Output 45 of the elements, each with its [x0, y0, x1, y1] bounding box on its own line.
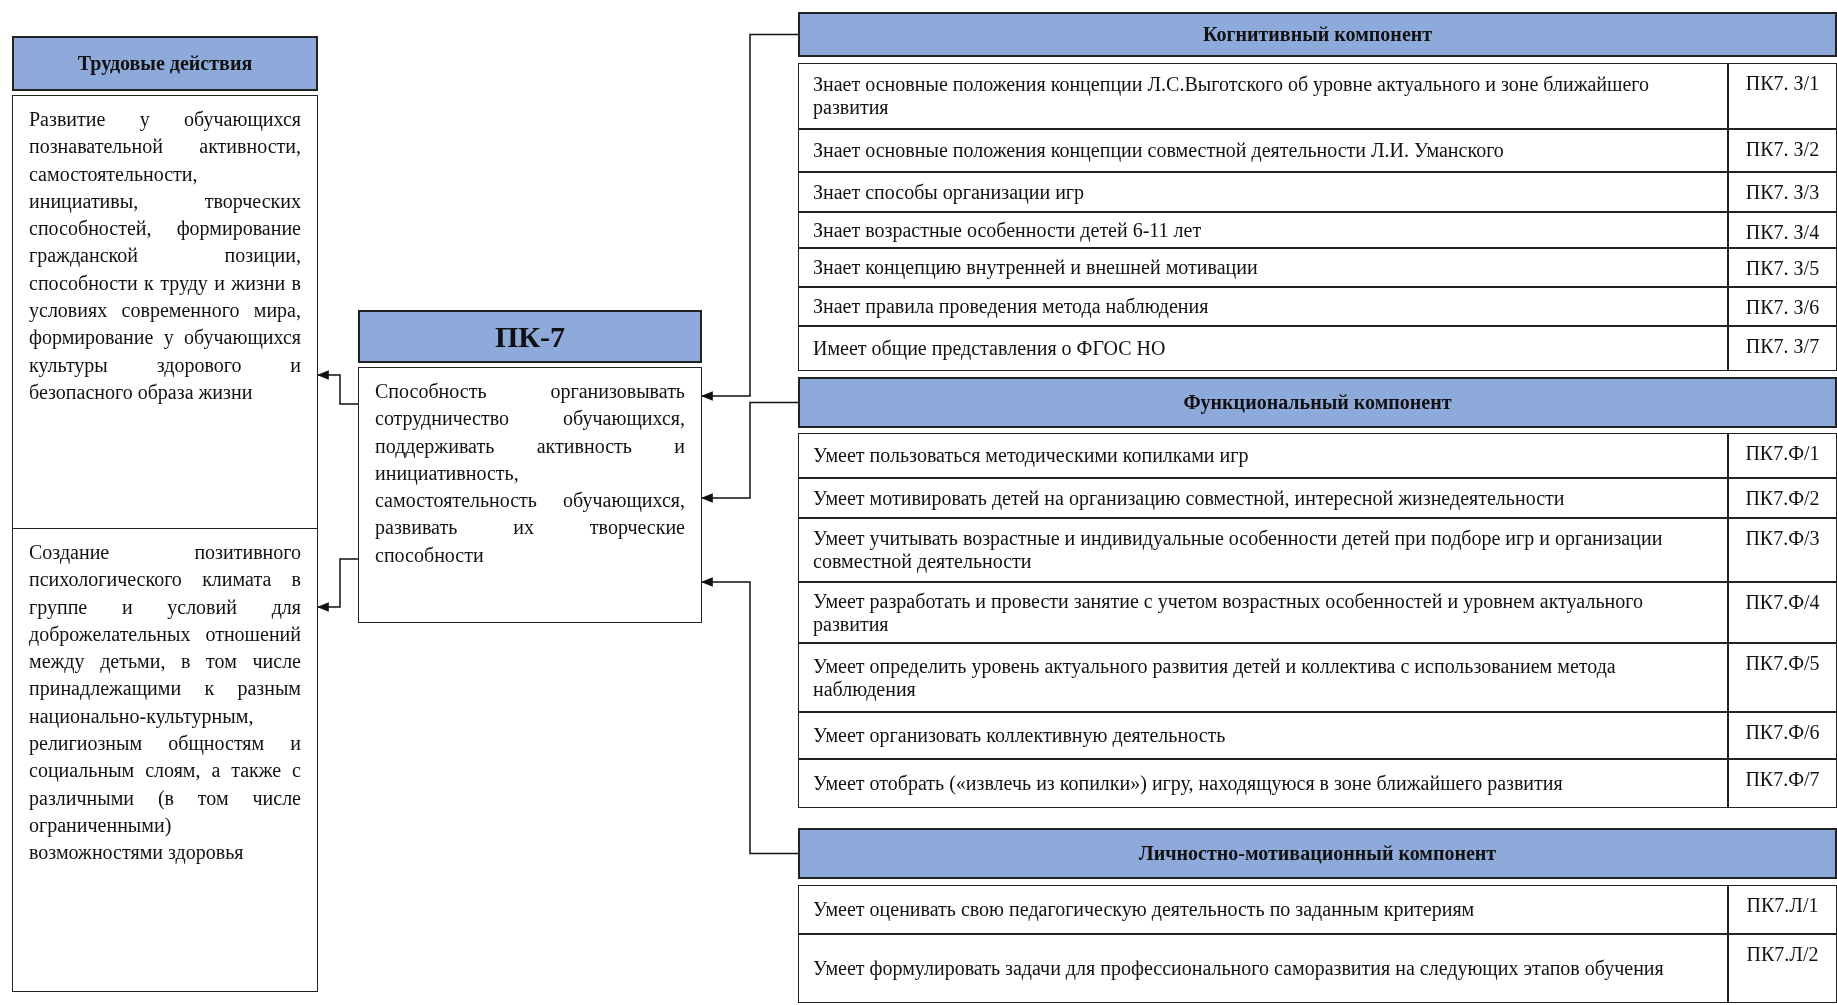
table-cell: Знает возрастные особенности детей 6-11 лет — [798, 212, 1728, 248]
text-box: Способность организовывать сотрудничество обучающихся, поддерживать активность и инициативность, самостоятельность обучающихся, развивать их творческие способности — [358, 367, 702, 623]
table-cell: Умеет определить уровень актуального развития детей и коллектива с использованием метода наблюдения — [798, 643, 1728, 712]
arrow — [316, 370, 359, 405]
code-cell: ПК7. З/3 — [1728, 172, 1837, 212]
table-cell: Умеет формулировать задачи для профессионального саморазвития на следующих этапов обучения — [798, 934, 1728, 1003]
arrow — [700, 577, 799, 855]
text-box: Развитие у обучающихся познавательной активности, самостоятельности, инициативы, творческих способностей, формирование гражданской позиции, способности к труду и жизни в условиях современного мира, формирование у обучающихся культуры здорового и безопасного образа жизни — [12, 95, 318, 529]
code-cell: ПК7. З/1 — [1728, 63, 1837, 129]
code-cell: ПК7. З/7 — [1728, 326, 1837, 371]
code-cell: ПК7.Л/2 — [1728, 934, 1837, 1003]
header-bar: Когнитивный компонент — [798, 12, 1837, 57]
table-cell: Знает способы организации игр — [798, 172, 1728, 212]
table-cell: Знает основные положения концепции совместной деятельности Л.И. Уманского — [798, 129, 1728, 172]
arrow — [700, 401, 799, 503]
table-cell: Умеет разработать и провести занятие с учетом возрастных особенностей и уровнем актуального развития — [798, 582, 1728, 643]
code-cell: ПК7.Ф/2 — [1728, 478, 1837, 518]
text-box: Создание позитивного психологического климата в группе и условий для доброжелательных отношений между детьми, в том числе принадлежащими к разным национально-культурным, религиозным общностям и социальным слоям, а также с различными (в том числе ограниченными) возможностями здоровья — [12, 528, 318, 992]
code-cell: ПК7.Ф/1 — [1728, 433, 1837, 478]
table-cell: Умеет пользоваться методическими копилками игр — [798, 433, 1728, 478]
header-bar: ПК-7 — [358, 310, 702, 363]
code-cell: ПК7.Ф/5 — [1728, 643, 1837, 712]
code-cell: ПК7.Ф/7 — [1728, 759, 1837, 808]
arrow — [316, 558, 359, 612]
code-cell: ПК7.Ф/3 — [1728, 518, 1837, 582]
code-cell: ПК7. З/6 — [1728, 287, 1837, 326]
table-cell: Знает концепцию внутренней и внешней мотивации — [798, 248, 1728, 287]
header-bar: Функциональный компонент — [798, 377, 1837, 428]
code-cell: ПК7. З/4 — [1728, 212, 1837, 248]
header-bar: Трудовые действия — [12, 36, 318, 91]
table-cell: Умеет мотивировать детей на организацию совместной, интересной жизнедеятельности — [798, 478, 1728, 518]
table-cell: Знает основные положения концепции Л.С.Выготского об уровне актуального и зоне ближайшего развития — [798, 63, 1728, 129]
code-cell: ПК7. З/2 — [1728, 129, 1837, 172]
table-cell: Имеет общие представления о ФГОС НО — [798, 326, 1728, 371]
code-cell: ПК7.Ф/4 — [1728, 582, 1837, 643]
code-cell: ПК7. З/5 — [1728, 248, 1837, 287]
code-cell: ПК7.Ф/6 — [1728, 712, 1837, 759]
code-cell: ПК7.Л/1 — [1728, 885, 1837, 934]
table-cell: Умеет организовать коллективную деятельность — [798, 712, 1728, 759]
header-bar: Личностно-мотивационный компонент — [798, 828, 1837, 879]
arrow — [700, 33, 799, 401]
table-cell: Умеет оценивать свою педагогическую деятельность по заданным критериям — [798, 885, 1728, 934]
table-cell: Умеет отобрать («извлечь из копилки») игру, находящуюся в зоне ближайшего развития — [798, 759, 1728, 808]
table-cell: Умеет учитывать возрастные и индивидуальные особенности детей при подборе игр и организации совместной деятельности — [798, 518, 1728, 582]
table-cell: Знает правила проведения метода наблюдения — [798, 287, 1728, 326]
